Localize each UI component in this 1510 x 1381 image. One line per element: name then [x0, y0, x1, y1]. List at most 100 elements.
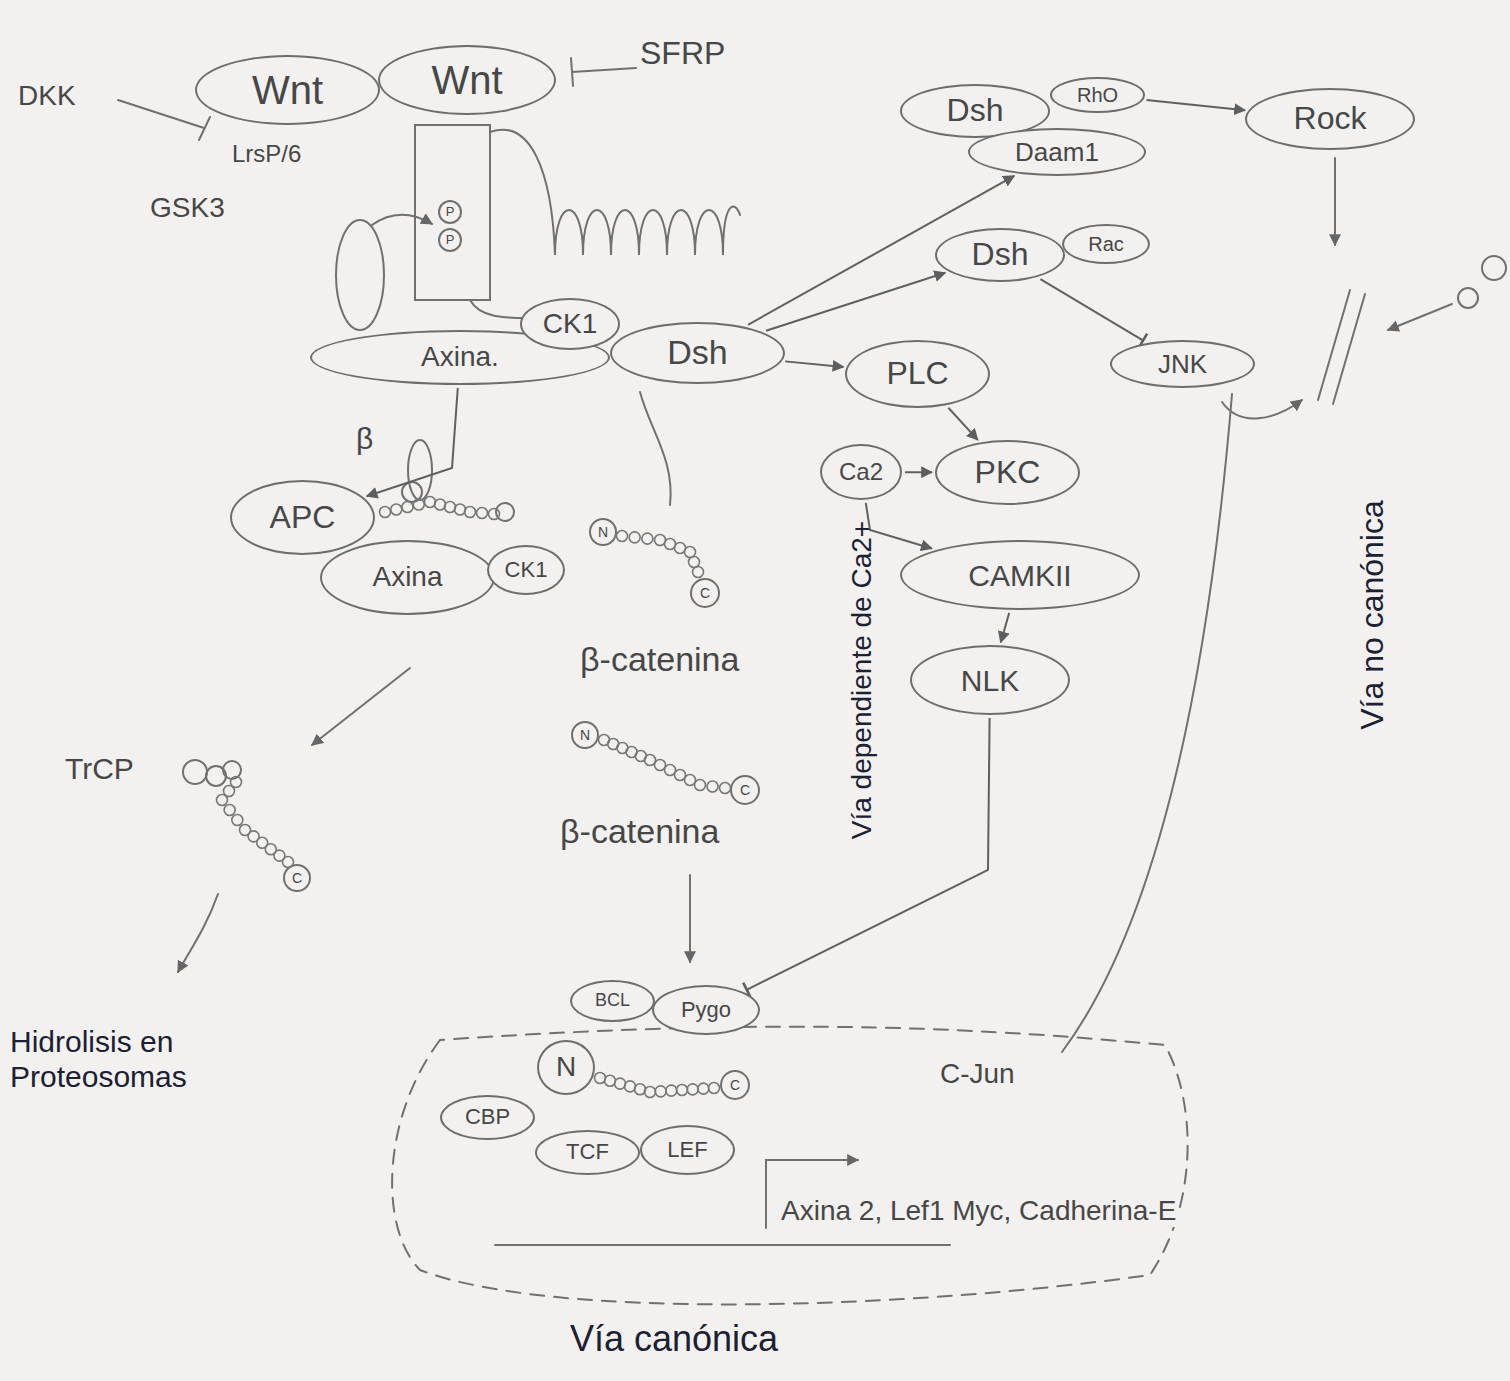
pathway-arrow [1146, 100, 1244, 110]
bead-chain [217, 777, 294, 868]
beta-loop [408, 440, 432, 500]
bead [645, 1087, 656, 1098]
terminus-circle [284, 865, 310, 891]
inhibition-line [118, 100, 210, 140]
pathway-arrow [948, 408, 977, 440]
node-label: CAMKII [968, 559, 1071, 592]
node-label: Ca2 [839, 459, 883, 485]
pathway-label: Vía no canónica [1354, 500, 1391, 730]
edge-figure [1482, 256, 1506, 280]
bead [655, 1086, 666, 1097]
jnk-arrow [1222, 400, 1302, 418]
edge-figure [1458, 288, 1478, 308]
terminus-circle [731, 776, 759, 804]
bead-chain [599, 735, 731, 794]
pathway-node: Daam1 [968, 128, 1146, 176]
bead [391, 504, 402, 515]
coreceptor-loop [336, 220, 384, 330]
bead [413, 499, 424, 510]
pathway-label: DKK [18, 80, 76, 112]
pathway-label: Vía dependiente de Ca2+ [846, 521, 878, 839]
ubiquitin-circle [183, 760, 207, 784]
bead [629, 532, 640, 543]
pathway-label: P [446, 205, 455, 220]
pathway-node: BCL [570, 980, 655, 1022]
bead [489, 509, 500, 520]
node-label: TCF [566, 1140, 609, 1164]
pathway-node: Rac [1062, 224, 1150, 264]
bead-chain [380, 497, 500, 520]
pathway-node: CBP [440, 1095, 535, 1140]
pathway-label: C [292, 870, 302, 886]
bead [666, 1085, 677, 1096]
node-label: Dsh [947, 93, 1004, 128]
bead-chain [617, 531, 704, 578]
node-label: Dsh [667, 334, 727, 371]
node-label: Rac [1088, 233, 1124, 255]
terminus-circle [721, 1071, 749, 1099]
node-label: Axina. [421, 342, 499, 373]
bead [707, 781, 718, 792]
pathway-label: C [740, 782, 750, 798]
pathway-label: N [580, 727, 590, 743]
bead [698, 1083, 709, 1094]
bead [617, 531, 628, 542]
degradation-arrow [312, 668, 410, 745]
frizzled-transmembrane [490, 130, 740, 255]
bead [720, 783, 731, 794]
node-label: Rock [1294, 101, 1367, 136]
bead [283, 857, 294, 868]
node-label: RhO [1077, 84, 1118, 106]
node-label: CK1 [543, 309, 597, 340]
pathway-node: RhO [1050, 77, 1145, 113]
node-label: APC [270, 500, 336, 535]
node-label: BCL [595, 991, 630, 1011]
cytoskeleton-mark [1318, 290, 1365, 404]
pathway-arrow [367, 388, 458, 496]
terminus-circle [590, 519, 616, 545]
bead [465, 507, 476, 518]
pathway-arrow [1001, 613, 1009, 642]
phosphorylation-arrow [372, 215, 432, 225]
release-line [640, 392, 671, 505]
pathway-node: PKC [935, 440, 1080, 505]
pathway-node: Rock [1245, 88, 1415, 150]
node-label: Daam1 [1015, 138, 1099, 167]
bead [642, 533, 653, 544]
node-label: LEF [667, 1138, 707, 1162]
inhibition-line [571, 58, 636, 86]
bead [402, 502, 413, 513]
bead [224, 805, 235, 816]
pathway-arrow [905, 471, 932, 473]
bead-chain [595, 1073, 720, 1098]
bead [709, 1083, 720, 1094]
pathway-label: C-Jun [940, 1058, 1015, 1090]
pathway-node: N [537, 1040, 595, 1095]
receptor-tail [470, 300, 528, 318]
node-label: N [556, 1052, 576, 1083]
pathway-label: β [356, 422, 373, 457]
node-label: CK1 [505, 558, 548, 582]
terminus-circle [572, 722, 598, 748]
node-label: Wnt [431, 58, 502, 102]
pathway-node: JNK [1110, 340, 1255, 388]
terminus-circle [691, 579, 719, 607]
pathway-label: LrsP/6 [232, 140, 301, 168]
translocation-arrow [689, 875, 691, 962]
pathway-node: Axina [320, 540, 495, 615]
pathway-label: GSK3 [150, 192, 225, 224]
pathway-node: CAMKII [900, 540, 1140, 610]
phosphate-circle [439, 229, 461, 251]
pathway-node: Pygo [652, 985, 760, 1035]
pathway-arrow [766, 273, 945, 331]
pathway-label: Vía canónica [570, 1318, 778, 1359]
bead [217, 795, 228, 806]
receptor-body [415, 125, 490, 300]
pathway-label: Hidrolisis en Proteosomas [10, 1025, 290, 1094]
pathway-arrow [785, 361, 843, 367]
pathway-node: TCF [535, 1130, 640, 1175]
pathway-label: SFRP [640, 35, 725, 72]
